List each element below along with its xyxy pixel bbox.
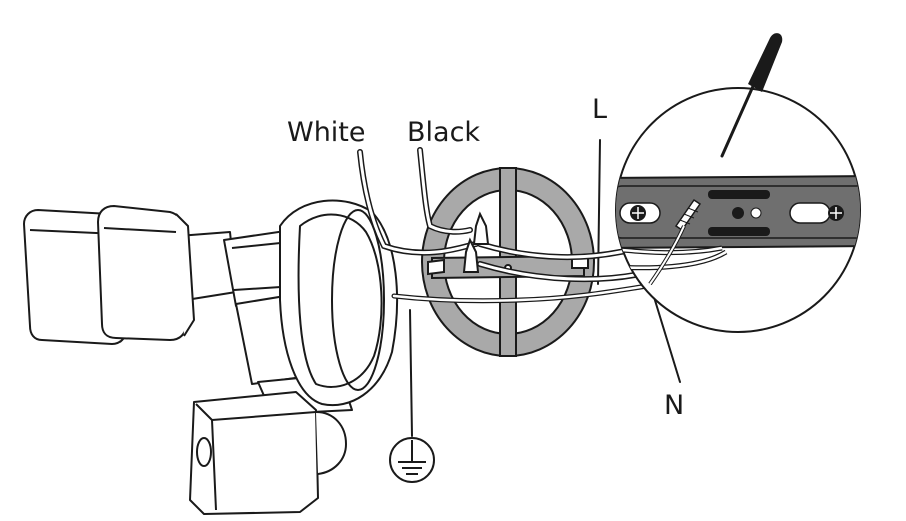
screwdriver-icon: [720, 33, 783, 158]
zoom-detail-circle: [615, 33, 861, 333]
wire-nut-icon: [462, 211, 490, 273]
floodlight-fixture: [23, 199, 399, 515]
line-wire-label: L: [592, 94, 608, 125]
ground-screw: [674, 198, 702, 232]
mounting-plate: [421, 167, 595, 357]
neutral-wire-label: N: [664, 390, 685, 421]
black-wire-label: Black: [407, 117, 481, 148]
ground-symbol-icon: [389, 437, 435, 483]
white-wire-label: White: [287, 117, 366, 148]
